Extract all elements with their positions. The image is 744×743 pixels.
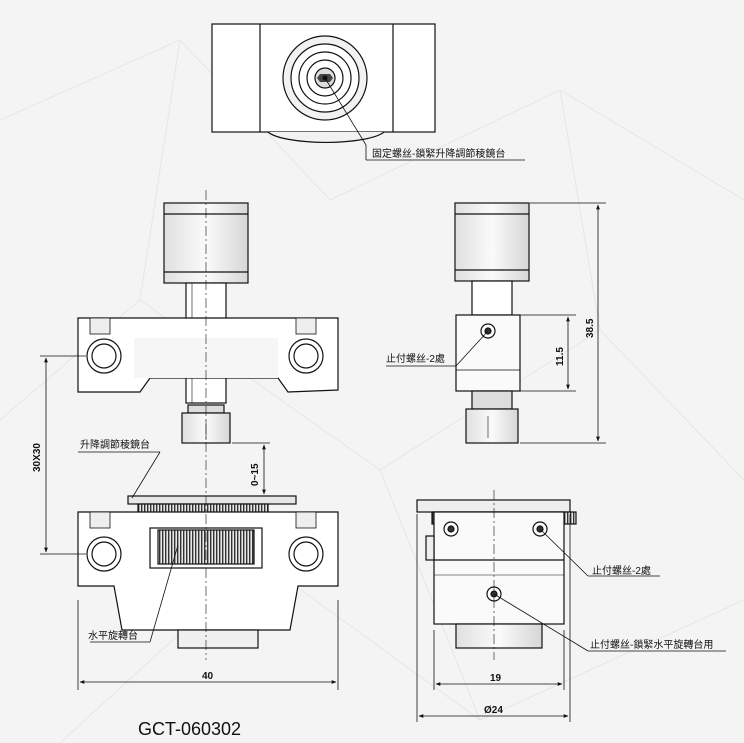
side-dimensions bbox=[386, 202, 606, 444]
dim-width-front: 40 bbox=[202, 671, 214, 682]
label-stop-screw-lock: 止付螺丝-鎖緊水平旋轉台用 bbox=[590, 638, 713, 651]
label-stop-screw-side: 止付螺丝-2處 bbox=[386, 352, 445, 365]
part-number: GCT-060302 bbox=[138, 719, 241, 739]
dim-diameter: Ø24 bbox=[484, 705, 503, 716]
dim-height-total: 38.5 bbox=[585, 318, 596, 338]
side-view bbox=[454, 202, 530, 444]
top-view bbox=[211, 23, 525, 161]
dim-travel: 0~15 bbox=[250, 463, 261, 486]
label-lift-stage: 升降調節稜鏡台 bbox=[80, 438, 150, 451]
front-view bbox=[77, 190, 339, 660]
dim-height-lower: 11.5 bbox=[555, 347, 566, 366]
dim-width-side: 19 bbox=[490, 673, 502, 684]
label-rotation-stage: 水平旋轉台 bbox=[88, 629, 138, 642]
rotation-stage-dimensions bbox=[416, 514, 726, 722]
rotation-stage-view bbox=[416, 490, 577, 660]
label-stop-screw-right: 止付螺丝-2處 bbox=[592, 564, 651, 577]
front-dimensions bbox=[40, 355, 339, 690]
dim-pitch: 30X30 bbox=[32, 443, 43, 472]
label-fixing-screw-top: 固定螺丝-鎖緊升降調節稜鏡台 bbox=[372, 147, 505, 160]
